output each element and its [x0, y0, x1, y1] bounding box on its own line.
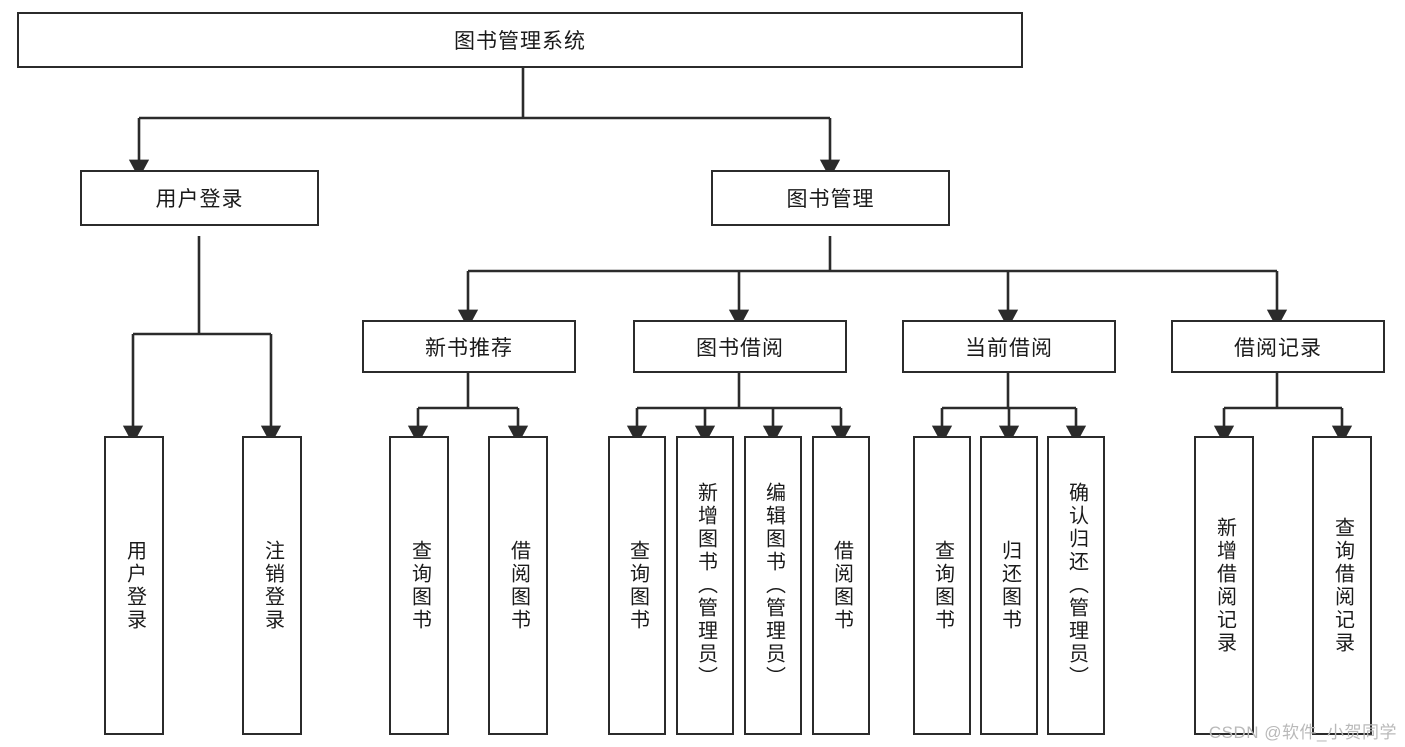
node-book-borrow[interactable]: 图书借阅 — [633, 320, 847, 373]
node-leaf-query-book-3[interactable]: 查询图书 — [913, 436, 971, 735]
node-leaf-add-book-admin-label: 新增图书（管理员） — [694, 482, 717, 689]
node-leaf-confirm-return-admin-label: 确认归还（管理员） — [1065, 482, 1088, 689]
node-leaf-user-login-label: 用户登录 — [123, 539, 146, 632]
node-leaf-return-book-label: 归还图书 — [998, 539, 1021, 632]
node-borrow-record-label: 借阅记录 — [1234, 336, 1322, 360]
node-leaf-logout-login-label: 注销登录 — [261, 539, 284, 632]
csdn-watermark: CSDN @软件_小贺同学 — [1208, 723, 1397, 742]
node-leaf-edit-book-admin[interactable]: 编辑图书（管理员） — [744, 436, 802, 735]
node-leaf-query-book-3-label: 查询图书 — [931, 539, 954, 632]
node-current-borrow[interactable]: 当前借阅 — [902, 320, 1116, 373]
node-leaf-query-borrow-record[interactable]: 查询借阅记录 — [1312, 436, 1372, 735]
node-leaf-edit-book-admin-label: 编辑图书（管理员） — [762, 482, 785, 689]
node-leaf-confirm-return-admin[interactable]: 确认归还（管理员） — [1047, 436, 1105, 735]
node-leaf-logout-login[interactable]: 注销登录 — [242, 436, 302, 735]
node-new-book-recommend-label: 新书推荐 — [425, 336, 513, 360]
node-leaf-add-book-admin[interactable]: 新增图书（管理员） — [676, 436, 734, 735]
node-user-login[interactable]: 用户登录 — [80, 170, 319, 226]
node-leaf-borrow-book-2-label: 借阅图书 — [830, 539, 853, 632]
node-leaf-user-login[interactable]: 用户登录 — [104, 436, 164, 735]
node-book-borrow-label: 图书借阅 — [696, 336, 784, 360]
node-leaf-query-book-1[interactable]: 查询图书 — [389, 436, 449, 735]
node-leaf-borrow-book-1[interactable]: 借阅图书 — [488, 436, 548, 735]
node-leaf-query-borrow-record-label: 查询借阅记录 — [1331, 516, 1354, 655]
node-new-book-recommend[interactable]: 新书推荐 — [362, 320, 576, 373]
node-borrow-record[interactable]: 借阅记录 — [1171, 320, 1385, 373]
node-current-borrow-label: 当前借阅 — [965, 336, 1053, 360]
node-root[interactable]: 图书管理系统 — [17, 12, 1023, 68]
node-book-manage-label: 图书管理 — [786, 188, 875, 211]
node-leaf-borrow-book-1-label: 借阅图书 — [507, 539, 530, 632]
node-leaf-query-book-1-label: 查询图书 — [408, 539, 431, 632]
node-leaf-add-borrow-record[interactable]: 新增借阅记录 — [1194, 436, 1254, 735]
node-leaf-query-book-2[interactable]: 查询图书 — [608, 436, 666, 735]
node-book-manage[interactable]: 图书管理 — [711, 170, 950, 226]
node-leaf-query-book-2-label: 查询图书 — [626, 539, 649, 632]
node-user-login-label: 用户登录 — [155, 188, 244, 211]
node-root-label: 图书管理系统 — [454, 30, 586, 53]
node-leaf-add-borrow-record-label: 新增借阅记录 — [1213, 516, 1236, 655]
node-leaf-return-book[interactable]: 归还图书 — [980, 436, 1038, 735]
node-leaf-borrow-book-2[interactable]: 借阅图书 — [812, 436, 870, 735]
